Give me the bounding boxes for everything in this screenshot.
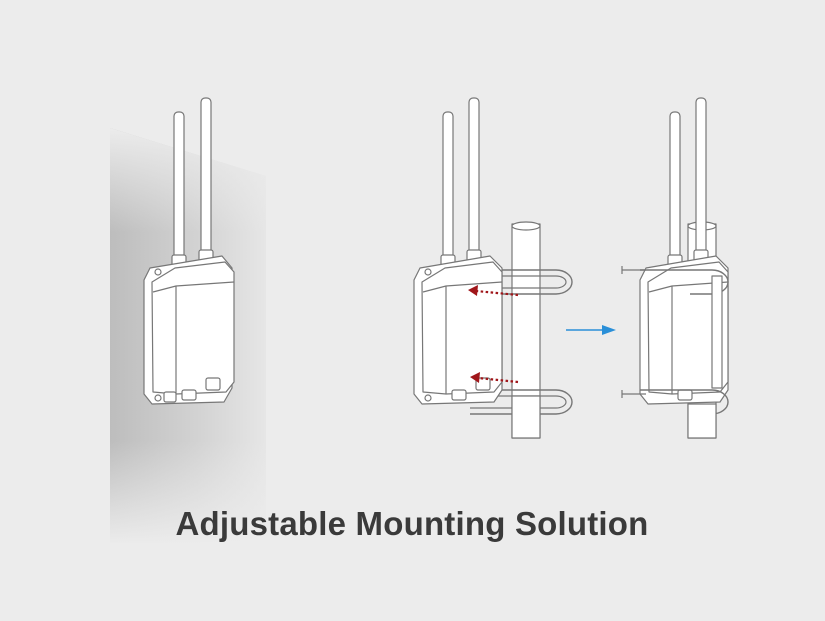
antenna-right	[200, 97, 212, 259]
pole-mounted-icon	[621, 97, 729, 439]
insert-arrows	[468, 285, 519, 384]
antenna-left	[173, 111, 185, 263]
right-arrow-icon	[566, 325, 616, 335]
wall-mount-icon	[143, 97, 235, 405]
pole-mount-insert-icon	[413, 97, 573, 439]
caption-title: Adjustable Mounting Solution	[175, 505, 649, 542]
